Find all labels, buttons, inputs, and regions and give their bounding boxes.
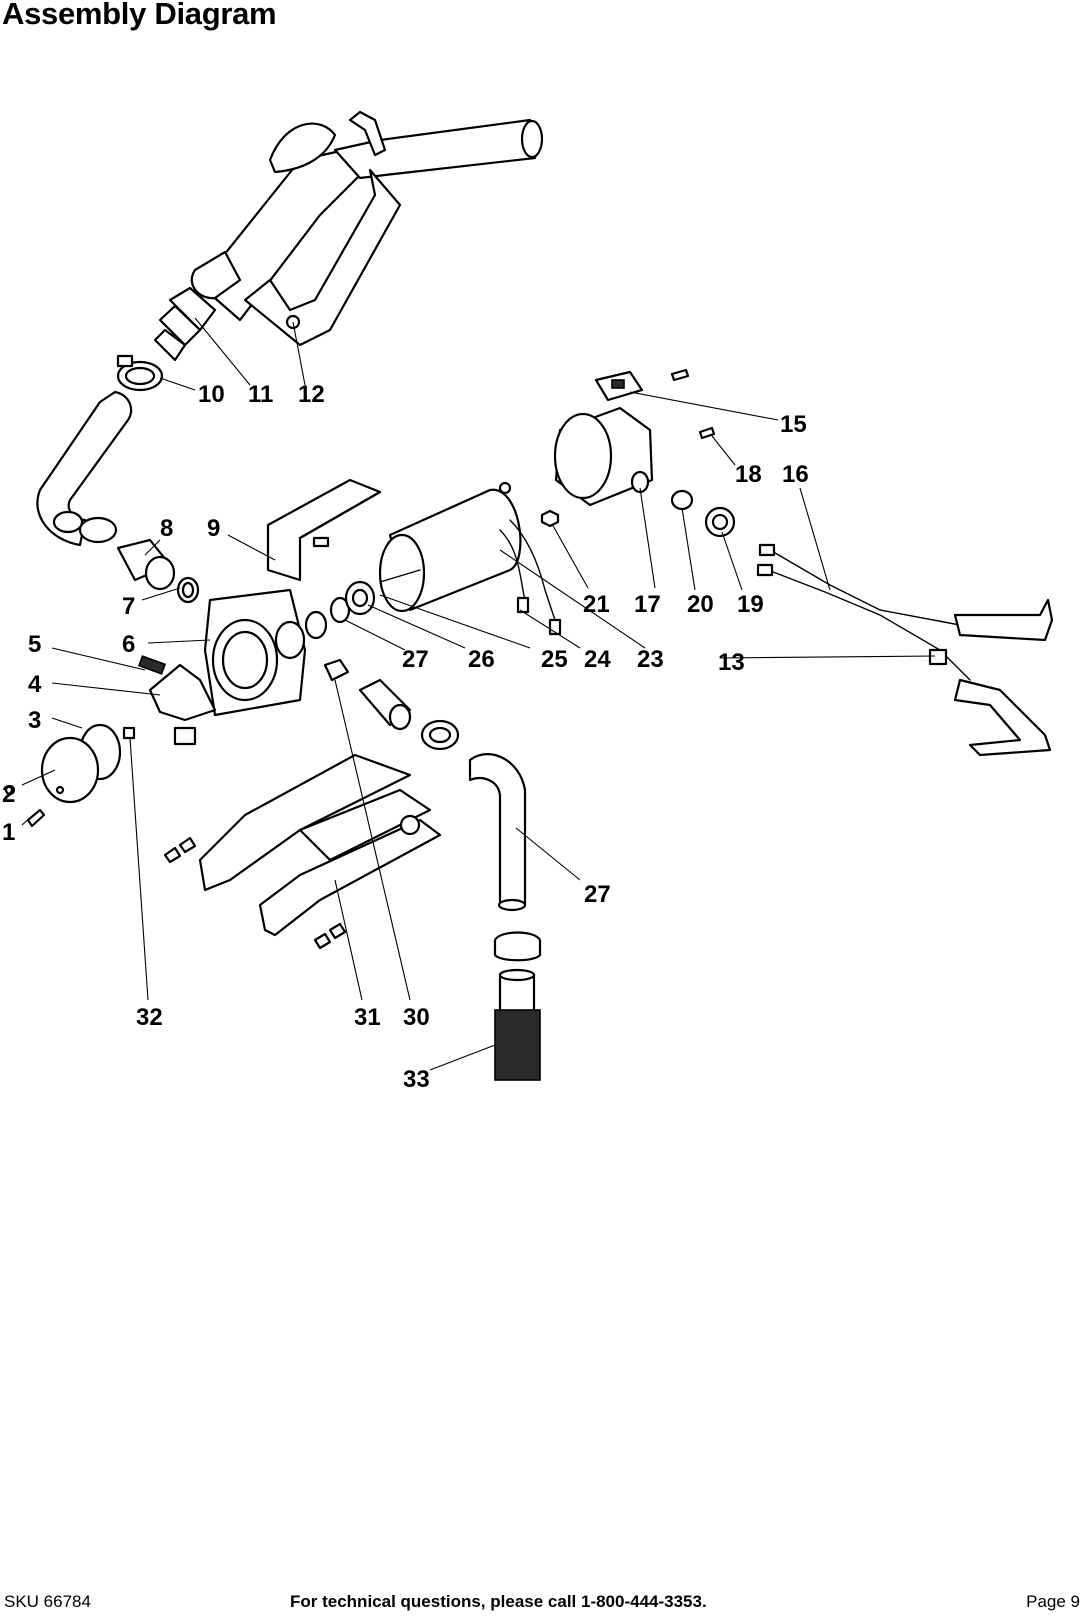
strain-relief-part-19 (704, 506, 736, 538)
label-part-16: 16 (782, 461, 809, 488)
bracket-part-9 (266, 478, 382, 582)
footer-page-number: Page 9 (1026, 1592, 1080, 1611)
check-valve-part-30 (323, 658, 350, 682)
lower-hose-part-27 (468, 753, 527, 912)
fitting-part-11 (153, 286, 217, 362)
seal-part-26 (304, 596, 351, 640)
fitting-part-8 (78, 516, 176, 591)
inlet-fitting (358, 678, 412, 731)
label-part-2: 2 (2, 781, 15, 808)
label-part-26: 27 (402, 646, 429, 673)
label-part-21: 21 (583, 591, 610, 618)
label-part-10: 10 (198, 381, 225, 408)
label-part-20: 20 (687, 591, 714, 618)
screw-part-1 (26, 808, 46, 828)
vanes-part-5 (137, 655, 167, 675)
label-part-12: 12 (298, 381, 325, 408)
page-title: Assembly Diagram (2, 0, 277, 31)
label-part-32: 32 (136, 1004, 163, 1031)
leader-lines (21, 317, 936, 1071)
power-cord-part-16 (756, 543, 971, 681)
label-part-13: 13 (718, 649, 745, 676)
cover-plate-part-2 (4, 736, 100, 804)
label-part-24: 25 (541, 646, 568, 673)
frame-part-31 (163, 753, 442, 950)
label-part-27: 27 (584, 881, 611, 908)
battery-clip-part-13 (953, 598, 1054, 757)
label-part-11: 11 (248, 381, 273, 408)
hose-clamp-part-10 (116, 354, 164, 392)
label-part-23: 24 (584, 646, 611, 673)
footer-support-phone: For technical questions, please call 1-8… (290, 1592, 707, 1611)
label-part-22: 23 (637, 646, 664, 673)
label-part-5: 5 (28, 631, 41, 658)
part-number-labels: 10 11 12 15 18 16 8 9 7 21 17 20 19 5 6 … (2, 381, 809, 1093)
strainer-part-33 (493, 931, 542, 1081)
o-ring-part-7 (176, 576, 200, 604)
inlet-clamp (420, 719, 460, 751)
label-part-8: 8 (160, 515, 173, 542)
screw-part-18 (670, 368, 716, 440)
switch-part-15 (594, 370, 644, 402)
label-part-7: 7 (122, 593, 135, 620)
upper-hose (36, 390, 133, 547)
bushing-part-20 (670, 489, 694, 511)
key-part-32 (122, 726, 136, 740)
switch-box-part-17 (553, 406, 654, 507)
nozzle-part-12 (190, 110, 544, 347)
bearing-part-25 (344, 580, 376, 616)
label-part-30: 30 (403, 1004, 430, 1031)
label-part-4: 4 (28, 671, 42, 698)
label-part-6: 6 (122, 631, 135, 658)
label-part-33: 33 (403, 1066, 430, 1093)
label-part-17: 17 (634, 591, 661, 618)
nut-part-21 (540, 509, 560, 528)
label-part-15: 15 (780, 411, 807, 438)
label-part-1: 1 (2, 819, 15, 846)
pump-body-part-6 (203, 588, 307, 717)
footer-sku: SKU 66784 (4, 1592, 91, 1611)
rotor-part-4 (148, 663, 217, 746)
label-part-31: 31 (354, 1004, 381, 1031)
label-part-25: 26 (468, 646, 495, 673)
label-part-19: 19 (737, 591, 764, 618)
label-part-9: 9 (207, 515, 220, 542)
label-part-18: 18 (735, 461, 762, 488)
label-part-3: 3 (28, 707, 41, 734)
motor-part-22 (378, 481, 562, 636)
